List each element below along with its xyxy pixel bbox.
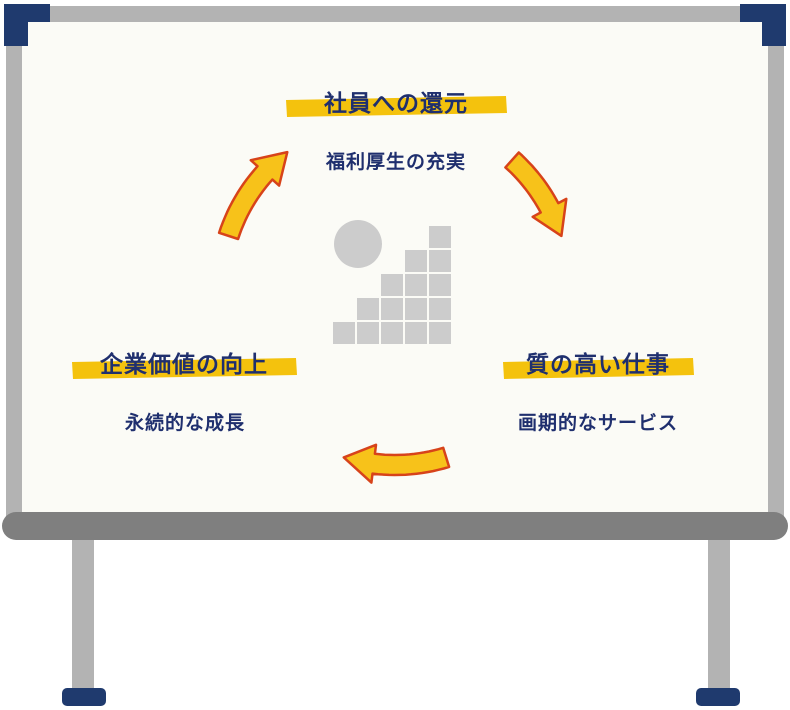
left-foot: [62, 688, 106, 706]
cycle-top-subtitle: 福利厚生の充実: [286, 147, 506, 174]
cycle-right-subtitle: 画期的なサービス: [480, 408, 716, 435]
marker-tray: [2, 512, 788, 540]
right-leg: [708, 530, 730, 690]
left-leg: [72, 530, 94, 690]
cycle-left-subtitle: 永続的な成長: [80, 408, 290, 435]
cycle-right-title: 質の高い仕事: [498, 345, 698, 379]
cycle-left-title: 企業価値の向上: [70, 345, 298, 379]
right-foot: [696, 688, 740, 706]
cycle-top-title: 社員への還元: [286, 84, 506, 118]
